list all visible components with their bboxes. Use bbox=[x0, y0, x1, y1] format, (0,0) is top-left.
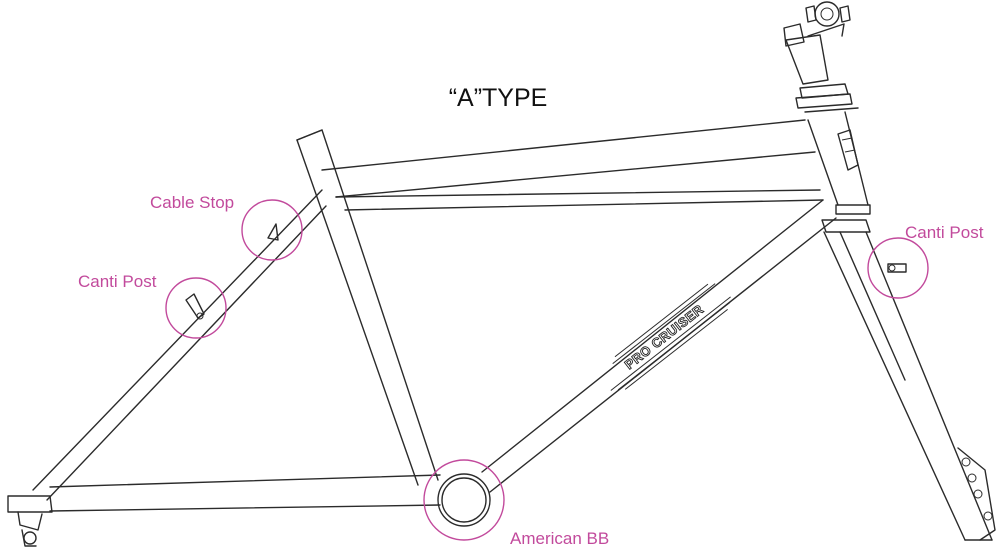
chain-stay bbox=[49, 474, 441, 512]
decal-graphic: PRO CRUISER bbox=[610, 283, 731, 391]
callout-label-american-bb: American BB bbox=[510, 529, 609, 548]
canti-post-rear-part bbox=[185, 293, 205, 320]
callout-cable-stop: Cable Stop bbox=[150, 193, 303, 261]
callout-label-canti-post-front: Canti Post bbox=[905, 223, 984, 242]
callout-american-bb: American BB bbox=[423, 459, 609, 548]
callout-label-cable-stop: Cable Stop bbox=[150, 193, 234, 212]
callout-canti-post-rear: Canti Post bbox=[78, 272, 227, 339]
diagram-title: “A”TYPE bbox=[449, 84, 548, 112]
stem-headset bbox=[783, 1, 853, 109]
seat-stay bbox=[32, 189, 327, 501]
callout-circle bbox=[241, 199, 303, 261]
head-tube bbox=[804, 107, 871, 215]
callout-circle bbox=[423, 459, 505, 541]
top-tube bbox=[321, 119, 816, 198]
callout-label-canti-post-rear: Canti Post bbox=[78, 272, 157, 291]
callout-canti-post-front: Canti Post bbox=[867, 223, 984, 299]
bike-frame: PRO CRUISER bbox=[7, 1, 996, 547]
lower-top-tube bbox=[335, 189, 824, 211]
seat-tube bbox=[296, 129, 439, 486]
decal-text: PRO CRUISER bbox=[622, 301, 707, 372]
fork bbox=[821, 219, 996, 541]
canti-post-front-part bbox=[887, 263, 907, 273]
callout-circle bbox=[867, 237, 929, 299]
bottom-bracket-shell bbox=[437, 473, 491, 527]
cable-stop-part bbox=[267, 223, 279, 241]
rear-dropout bbox=[7, 495, 53, 547]
callout-circle bbox=[165, 277, 227, 339]
